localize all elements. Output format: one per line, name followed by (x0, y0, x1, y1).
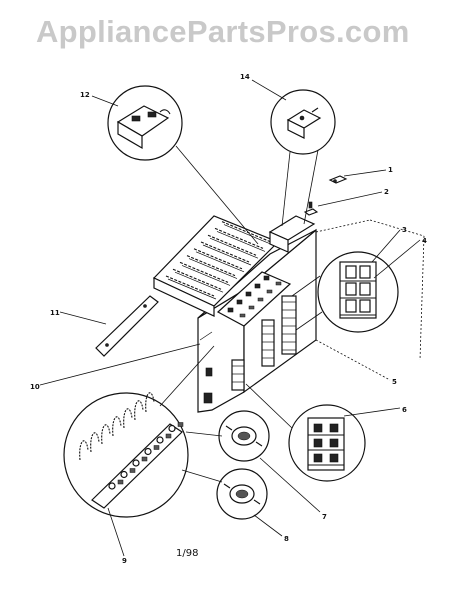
part-2-screw (303, 201, 319, 216)
callout-label-3: 3 (402, 226, 407, 234)
callout-circle-12 (107, 85, 183, 161)
callout-circle-9 (63, 392, 189, 518)
callout-label-7: 7 (322, 513, 327, 521)
part-11-bracket (95, 295, 159, 357)
top-transformer (268, 215, 316, 253)
callout-label-12: 12 (80, 91, 90, 99)
date-code: 1/98 (176, 548, 198, 559)
heater-element-assembly (152, 215, 280, 317)
callout-labels: 1 2 3 4 5 6 7 8 9 10 11 12 14 (30, 73, 427, 565)
callout-label-2: 2 (384, 188, 389, 196)
leader-lines (39, 79, 425, 557)
part-1-clip (328, 175, 348, 184)
callout-label-9: 9 (122, 557, 127, 565)
callout-circle-6 (288, 404, 366, 482)
callout-circle-14 (270, 89, 336, 155)
callout-label-14: 14 (240, 73, 250, 81)
callout-label-10: 10 (30, 383, 40, 391)
callout-circle-8 (216, 468, 268, 520)
callout-label-8: 8 (284, 535, 289, 543)
callout-circle-3-4 (317, 251, 399, 333)
callout-circle-7 (218, 410, 270, 462)
relay-board (216, 271, 292, 327)
callout-label-1: 1 (388, 166, 393, 174)
callout-label-6: 6 (402, 406, 407, 414)
terminal-block-stack (231, 295, 297, 391)
callout-label-5: 5 (392, 378, 397, 386)
watermark-text: AppliancePartsPros.com (36, 14, 410, 49)
callout-label-11: 11 (50, 309, 60, 317)
callout-label-4: 4 (422, 237, 427, 245)
